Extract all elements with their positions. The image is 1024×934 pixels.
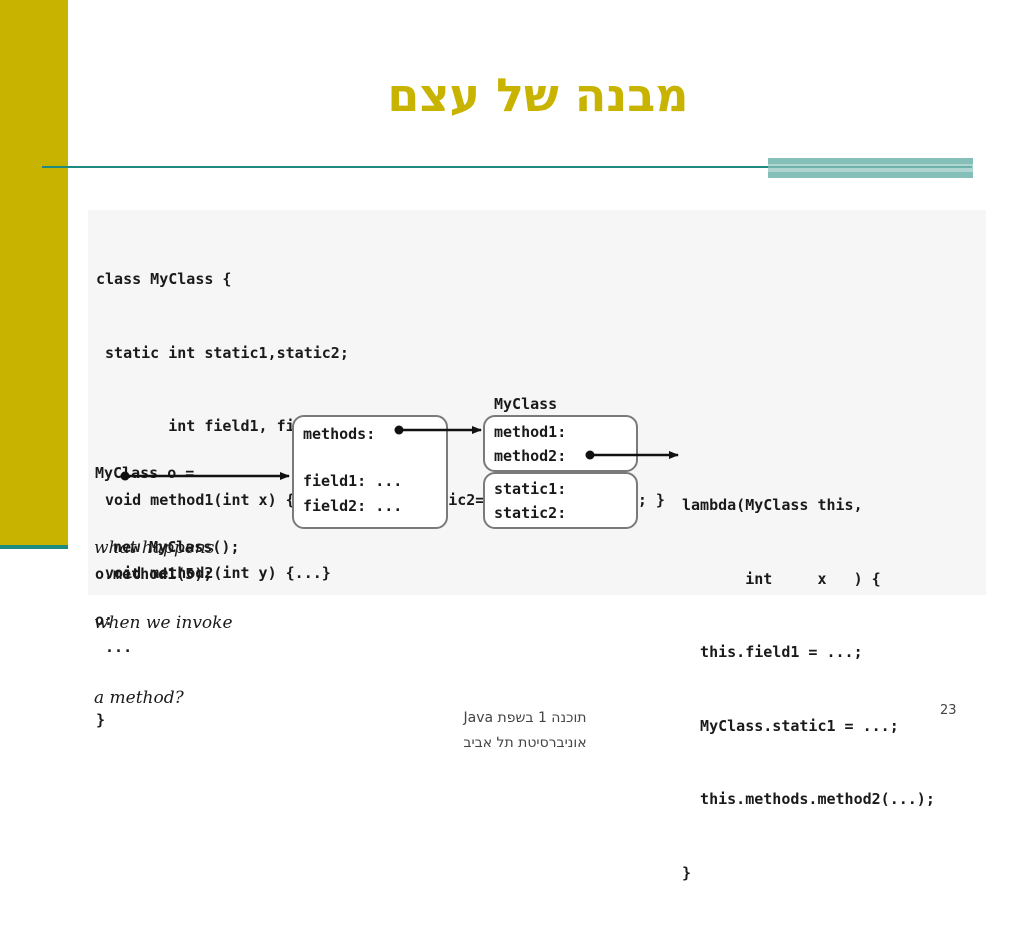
lambda-line: this.field1 = ...; [682, 643, 863, 661]
class-box-title: MyClass [494, 395, 558, 413]
slide-footer: תוכנה 1 בשפת Java אוניברסיטת תל אביב [380, 706, 670, 756]
usage-line: new MyClass(); [95, 537, 240, 556]
pointer-arrows [120, 425, 679, 481]
usage-line: o: [95, 611, 114, 629]
divider-accent-block [768, 158, 973, 178]
static1-label: static1: [494, 480, 567, 498]
method-question: what happens when we invoke a method? [94, 486, 233, 761]
methods-pointer-label: methods: [303, 425, 376, 443]
method1-label: method1: [494, 423, 567, 441]
code-line: ... [96, 637, 133, 656]
question-line: when we invoke [94, 613, 233, 633]
object-instance-box: methods: field1: ... field2: ... [292, 415, 448, 529]
lambda-line: MyClass.static1 = ...; [682, 716, 899, 735]
question-line: what happens [94, 538, 215, 558]
code-line: void method2(int y) {...} [96, 564, 331, 582]
method2-label: method2: [494, 447, 567, 465]
object-structure-figure: class MyClass { static int static1,stati… [88, 210, 986, 882]
footer-university: אוניברסיטת תל אביב [463, 735, 587, 751]
left-accent-underline [0, 545, 68, 549]
field2-label: field2: ... [303, 497, 403, 515]
lambda-line: lambda(MyClass this, [682, 496, 863, 514]
lambda-line: int x ) { [682, 569, 881, 588]
slide-title: מבנה של עצם [387, 68, 689, 122]
static2-label: static2: [494, 504, 567, 522]
method-call-code: o.method1(5); [95, 565, 213, 583]
divider-accent-highlight [768, 164, 973, 172]
o-to-object-arrow [120, 471, 290, 481]
field1-label: field1: ... [303, 472, 403, 490]
code-line: } [96, 711, 106, 729]
code-line: class MyClass { [96, 270, 232, 288]
question-line: a method? [94, 688, 184, 708]
lambda-line: } [682, 863, 692, 882]
methods-to-class-arrow [394, 425, 482, 435]
footer-course: תוכנה 1 בשפת Java [463, 710, 587, 726]
static-fields-box: static1: static2: [483, 472, 638, 529]
lambda-line: this.methods.method2(...); [682, 790, 935, 808]
left-accent-bar [0, 0, 68, 545]
method2-to-lambda-arrow [585, 450, 679, 460]
object-creation-code: MyClass o = new MyClass(); o: [95, 412, 240, 682]
title-divider [42, 166, 972, 168]
page-number: 23 [940, 703, 957, 716]
code-line: static int static1,static2; [96, 343, 349, 362]
method-table-box: method1: method2: [483, 415, 638, 472]
